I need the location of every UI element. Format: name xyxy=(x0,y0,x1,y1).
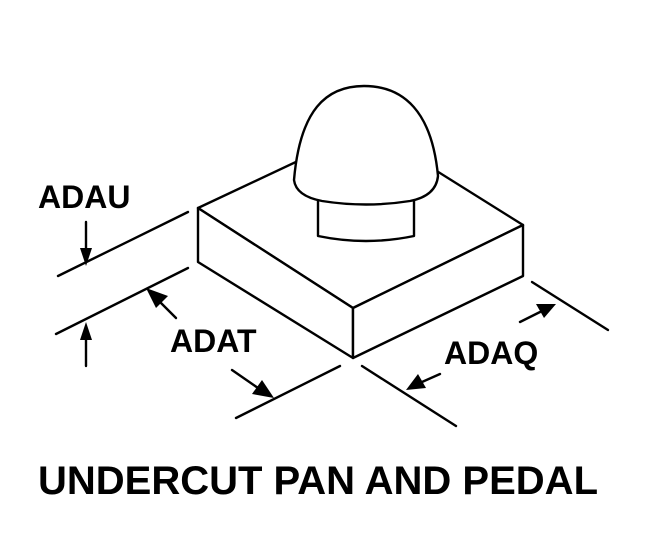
width-arrow-lower-shaft xyxy=(420,372,442,384)
depth-arrowhead-upper xyxy=(146,288,168,308)
width-dimension: ADAQ xyxy=(360,280,610,428)
depth-arrow-lower-shaft xyxy=(230,368,260,390)
width-arrowhead-upper xyxy=(536,304,556,318)
height-label: ADAU xyxy=(38,179,130,215)
pedal-dome xyxy=(292,84,440,206)
diagram-caption: UNDERCUT PAN AND PEDAL xyxy=(38,459,598,503)
width-arrow-upper-shaft xyxy=(518,310,542,324)
width-arrowhead-lower xyxy=(406,374,426,390)
pan-front-right-face xyxy=(351,223,525,360)
height-extension-line-top xyxy=(56,210,190,278)
depth-dimension: ADAT xyxy=(146,288,342,420)
depth-arrowhead-lower xyxy=(252,380,274,398)
width-extension-line-back xyxy=(530,280,610,332)
width-label: ADAQ xyxy=(444,335,538,371)
height-arrowhead-top xyxy=(80,248,92,266)
width-extension-line-front xyxy=(360,364,458,428)
height-extension-line-bottom xyxy=(54,266,190,336)
depth-extension-line xyxy=(234,364,342,420)
height-dimension: ADAU xyxy=(38,179,190,368)
depth-label: ADAT xyxy=(170,323,257,359)
pedal-knob xyxy=(292,84,440,243)
depth-arrow-upper-shaft xyxy=(158,300,178,320)
height-arrowhead-bottom xyxy=(80,322,92,340)
